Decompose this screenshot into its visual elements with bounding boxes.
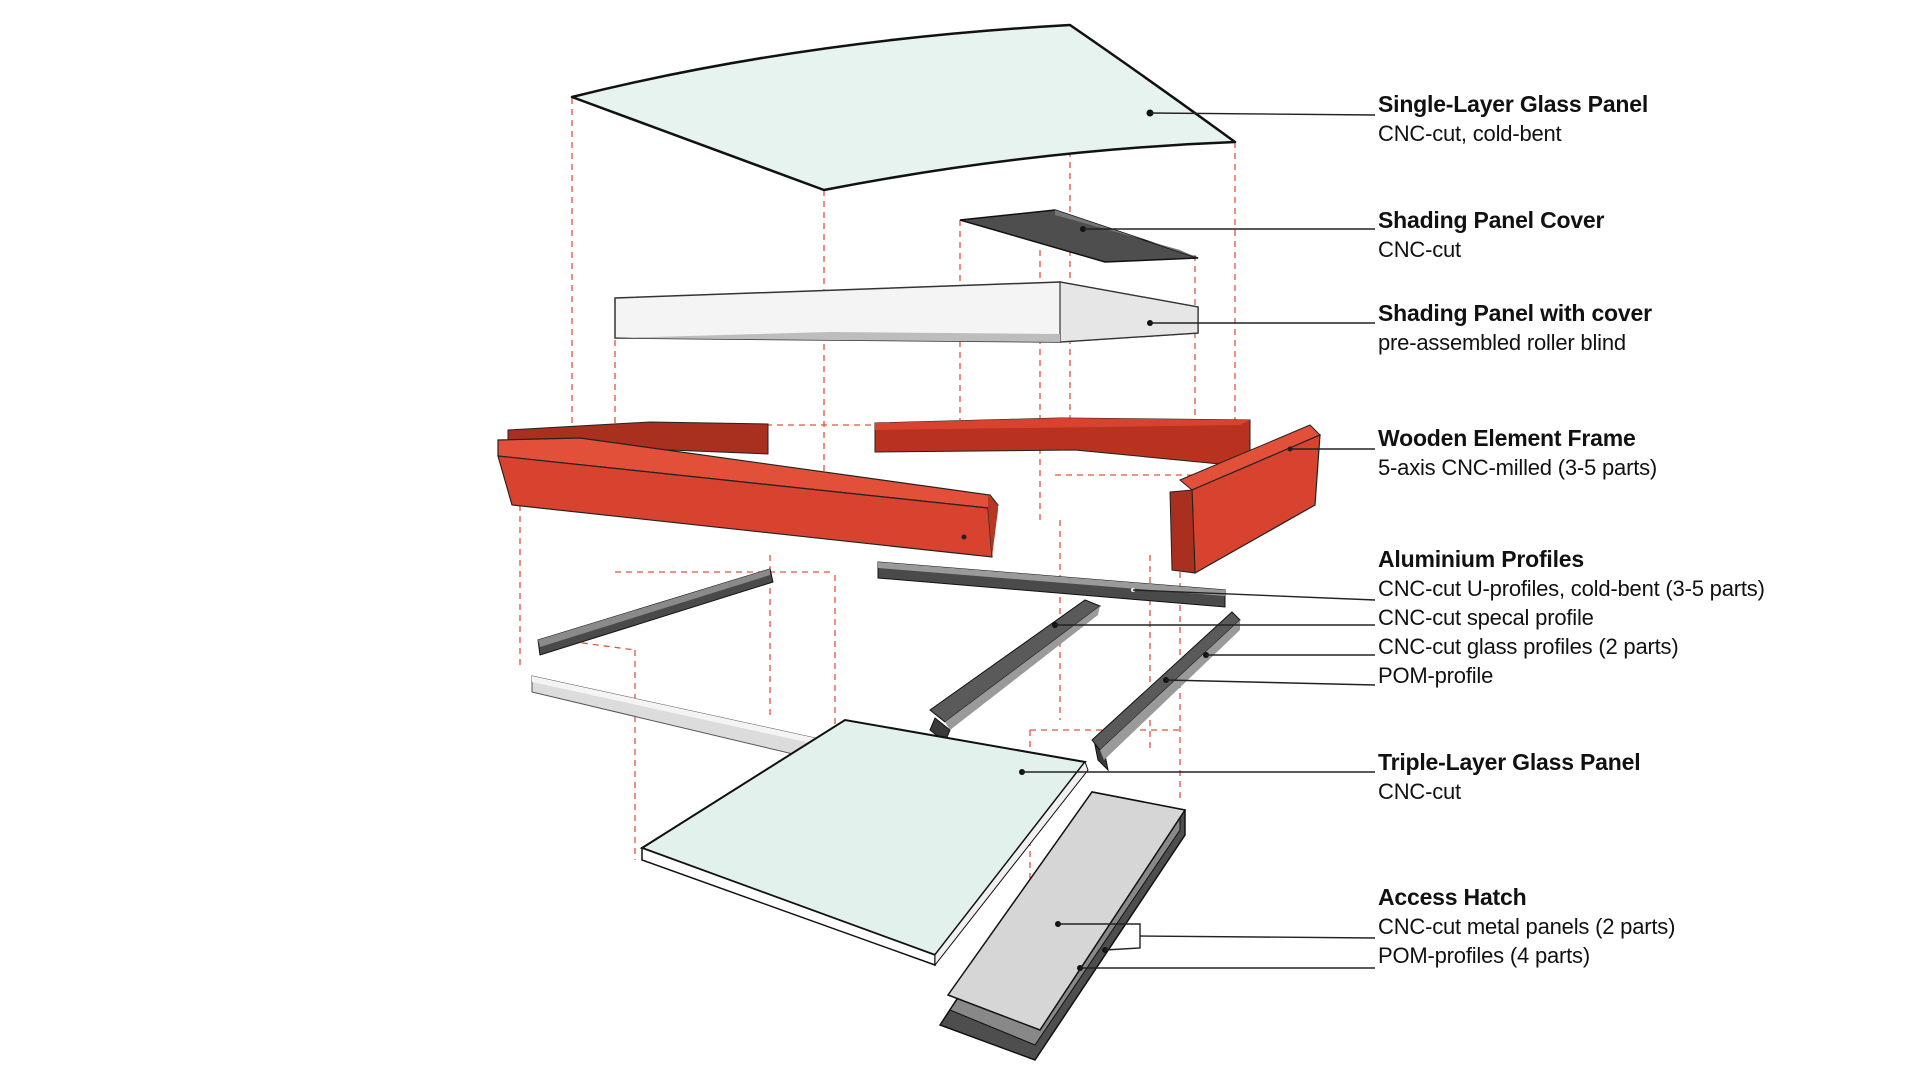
label-aluminium-profiles: Aluminium Profiles CNC-cut U-profiles, c…	[1378, 545, 1765, 690]
label-description: pre-assembled roller blind	[1378, 330, 1626, 355]
label-description: CNC-cut	[1378, 779, 1461, 804]
label-description: POM-profile	[1378, 663, 1494, 688]
single-layer-glass-panel	[570, 23, 1237, 192]
label-title: Aluminium Profiles	[1378, 546, 1584, 572]
label-title: Shading Panel Cover	[1378, 207, 1605, 233]
label-title: Triple-Layer Glass Panel	[1378, 749, 1641, 775]
label-description: CNC-cut	[1378, 237, 1461, 262]
label-access-hatch: Access Hatch CNC-cut metal panels (2 par…	[1378, 883, 1675, 970]
shading-panel-cover	[959, 209, 1199, 263]
label-shading-panel: Shading Panel with cover pre-assembled r…	[1378, 299, 1652, 357]
label-shading-panel-cover: Shading Panel Cover CNC-cut	[1378, 206, 1604, 264]
label-single-layer-glass-panel: Single-Layer Glass Panel CNC-cut, cold-b…	[1378, 90, 1648, 148]
label-title: Access Hatch	[1378, 884, 1527, 910]
label-triple-layer-glass-panel: Triple-Layer Glass Panel CNC-cut	[1378, 748, 1641, 806]
triple-layer-glass-panel	[639, 718, 1089, 967]
wooden-frame-right	[874, 417, 1321, 575]
label-description: POM-profiles (4 parts)	[1378, 943, 1590, 968]
label-description: CNC-cut U-profiles, cold-bent (3-5 parts…	[1378, 576, 1765, 601]
label-description: CNC-cut metal panels (2 parts)	[1378, 914, 1676, 939]
label-wooden-element-frame: Wooden Element Frame 5-axis CNC-milled (…	[1378, 424, 1657, 482]
access-hatch	[938, 791, 1187, 1061]
label-title: Wooden Element Frame	[1378, 425, 1636, 451]
shading-panel	[614, 281, 1199, 343]
label-description: CNC-cut glass profiles (2 parts)	[1378, 634, 1679, 659]
leader-lines	[1022, 112, 1376, 969]
label-title: Shading Panel with cover	[1378, 300, 1652, 326]
label-description: CNC-cut specal profile	[1378, 605, 1594, 630]
label-description: 5-axis CNC-milled (3-5 parts)	[1378, 455, 1658, 480]
label-description: CNC-cut, cold-bent	[1378, 121, 1562, 146]
label-title: Single-Layer Glass Panel	[1378, 91, 1649, 117]
wooden-frame-left	[497, 421, 1000, 558]
